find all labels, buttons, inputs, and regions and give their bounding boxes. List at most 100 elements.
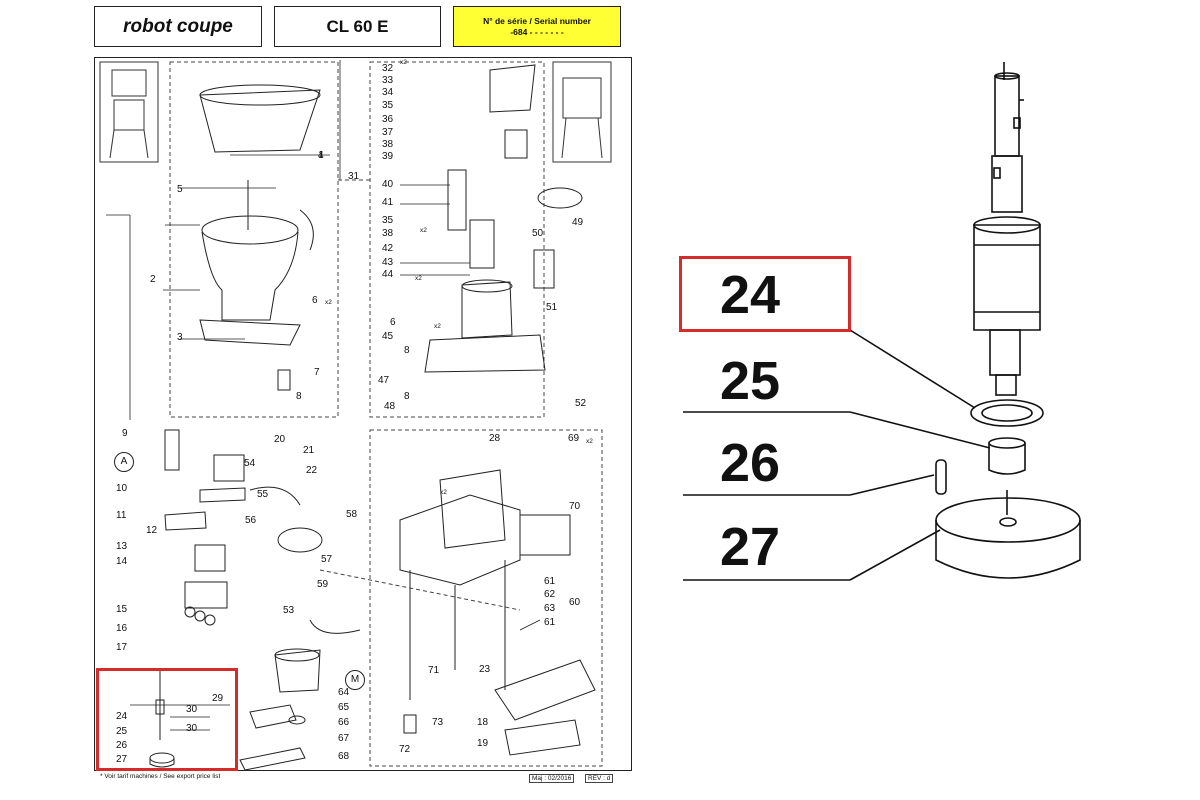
part-number-label: 38	[382, 139, 394, 150]
serial-number-box: N° de série / Serial number -684 - - - -…	[453, 6, 621, 47]
quantity-mark: x2	[400, 59, 407, 66]
part-number-label: 73	[432, 717, 444, 728]
part-number-label: 66	[338, 717, 350, 728]
part-number-label: 34	[382, 87, 394, 98]
part-number-label: 47	[378, 375, 390, 386]
part-number-label: 19	[477, 738, 489, 749]
brand-logo: robot coupe	[123, 15, 233, 37]
exploded-view-sheet	[94, 57, 632, 771]
part-number-label: 16	[116, 623, 128, 634]
part-number-label: 41	[382, 197, 394, 208]
serial-label: N° de série / Serial number	[483, 15, 591, 26]
part-number-label: 35	[382, 100, 394, 111]
footer-date: Maj : 02/2016	[529, 774, 575, 783]
serial-value: -684 - - - - - - -	[510, 26, 564, 37]
quantity-mark: x2	[420, 227, 427, 234]
part-number-label: 8	[296, 391, 302, 402]
part-number-label: 63	[544, 603, 556, 614]
quantity-mark: x2	[586, 438, 593, 445]
part-number-label: 64	[338, 687, 350, 698]
part-number-label: 30	[186, 704, 198, 715]
part-number-label: 8	[404, 345, 410, 356]
part-number-label: 2	[150, 274, 156, 285]
part-number-label: 21	[303, 445, 315, 456]
quantity-mark: x2	[415, 275, 422, 282]
part-number-label: 13	[116, 541, 128, 552]
part-number-label: 32	[382, 63, 394, 74]
part-number-label: 17	[116, 642, 128, 653]
part-number-label: 67	[338, 733, 350, 744]
part-number-label: 23	[479, 664, 491, 675]
highlight-box-part-24	[679, 256, 851, 332]
part-number-label: 26	[116, 740, 128, 751]
model-title: CL 60 E	[326, 16, 389, 36]
zoom-label-25: 25	[720, 351, 781, 411]
part-number-label: 43	[382, 257, 394, 268]
part-number-label: 18	[477, 717, 489, 728]
part-number-label: 70	[569, 501, 581, 512]
part-number-label: 61	[544, 576, 556, 587]
part-number-label: 50	[532, 228, 544, 239]
part-number-label: 22	[306, 465, 318, 476]
part-number-label: 33	[382, 75, 394, 86]
footer-note: * Voir tarif machines / See export price…	[100, 773, 221, 780]
part-number-label: 5	[177, 184, 183, 195]
part-number-label: 72	[399, 744, 411, 755]
part-number-label: 20	[274, 434, 286, 445]
part-number-label: 31	[348, 171, 360, 182]
part-number-label: 6	[390, 317, 396, 328]
footer-rev: REV : d	[585, 774, 614, 783]
part-number-label: 52	[575, 398, 587, 409]
part-number-label: 40	[382, 179, 394, 190]
model-box: CL 60 E	[274, 6, 441, 47]
part-number-label: 69	[568, 433, 580, 444]
part-number-label: 27	[116, 754, 128, 765]
part-number-label: 7	[314, 367, 320, 378]
part-number-label: 37	[382, 127, 394, 138]
zoom-label-27: 27	[720, 517, 781, 577]
part-number-label: 1	[318, 150, 324, 161]
part-number-label: 8	[404, 391, 410, 402]
part-number-label: 44	[382, 269, 394, 280]
part-number-label: 68	[338, 751, 350, 762]
part-number-label: 42	[382, 243, 394, 254]
zoom-label-26: 26	[720, 433, 781, 493]
part-number-label: 9	[122, 428, 128, 439]
part-number-label: 11	[116, 510, 127, 521]
part-number-label: 71	[428, 665, 440, 676]
part-number-label: 60	[569, 597, 581, 608]
part-number-label: 36	[382, 114, 394, 125]
callout-m-circle: M	[345, 670, 365, 690]
part-number-label: 6	[312, 295, 318, 306]
brand-logo-box: robot coupe	[94, 6, 262, 47]
part-number-label: 25	[116, 726, 128, 737]
callout-a-circle: A	[114, 452, 134, 472]
part-number-label: 29	[212, 693, 224, 704]
part-number-label: 3	[177, 332, 183, 343]
part-number-label: 15	[116, 604, 128, 615]
part-number-label: 65	[338, 702, 350, 713]
part-number-label: 30	[186, 723, 198, 734]
part-number-label: 45	[382, 331, 394, 342]
part-number-label: 35	[382, 215, 394, 226]
part-number-label: 61	[544, 617, 556, 628]
part-number-label: 39	[382, 151, 394, 162]
quantity-mark: x2	[434, 323, 441, 330]
part-number-label: 4	[318, 150, 324, 161]
part-number-label: 53	[283, 605, 295, 616]
part-number-label: 14	[116, 556, 128, 567]
part-number-label: 55	[257, 489, 269, 500]
part-number-label: 51	[546, 302, 558, 313]
part-number-label: 54	[244, 458, 256, 469]
part-number-label: 24	[116, 711, 128, 722]
highlight-box-sheet	[96, 668, 238, 771]
part-number-label: 10	[116, 483, 128, 494]
part-number-label: 38	[382, 228, 394, 239]
part-number-label: 49	[572, 217, 584, 228]
part-number-label: 58	[346, 509, 358, 520]
part-number-label: 56	[245, 515, 257, 526]
zoom-label-24: 24	[720, 265, 781, 325]
quantity-mark: x2	[440, 489, 447, 496]
part-number-label: 59	[317, 579, 329, 590]
